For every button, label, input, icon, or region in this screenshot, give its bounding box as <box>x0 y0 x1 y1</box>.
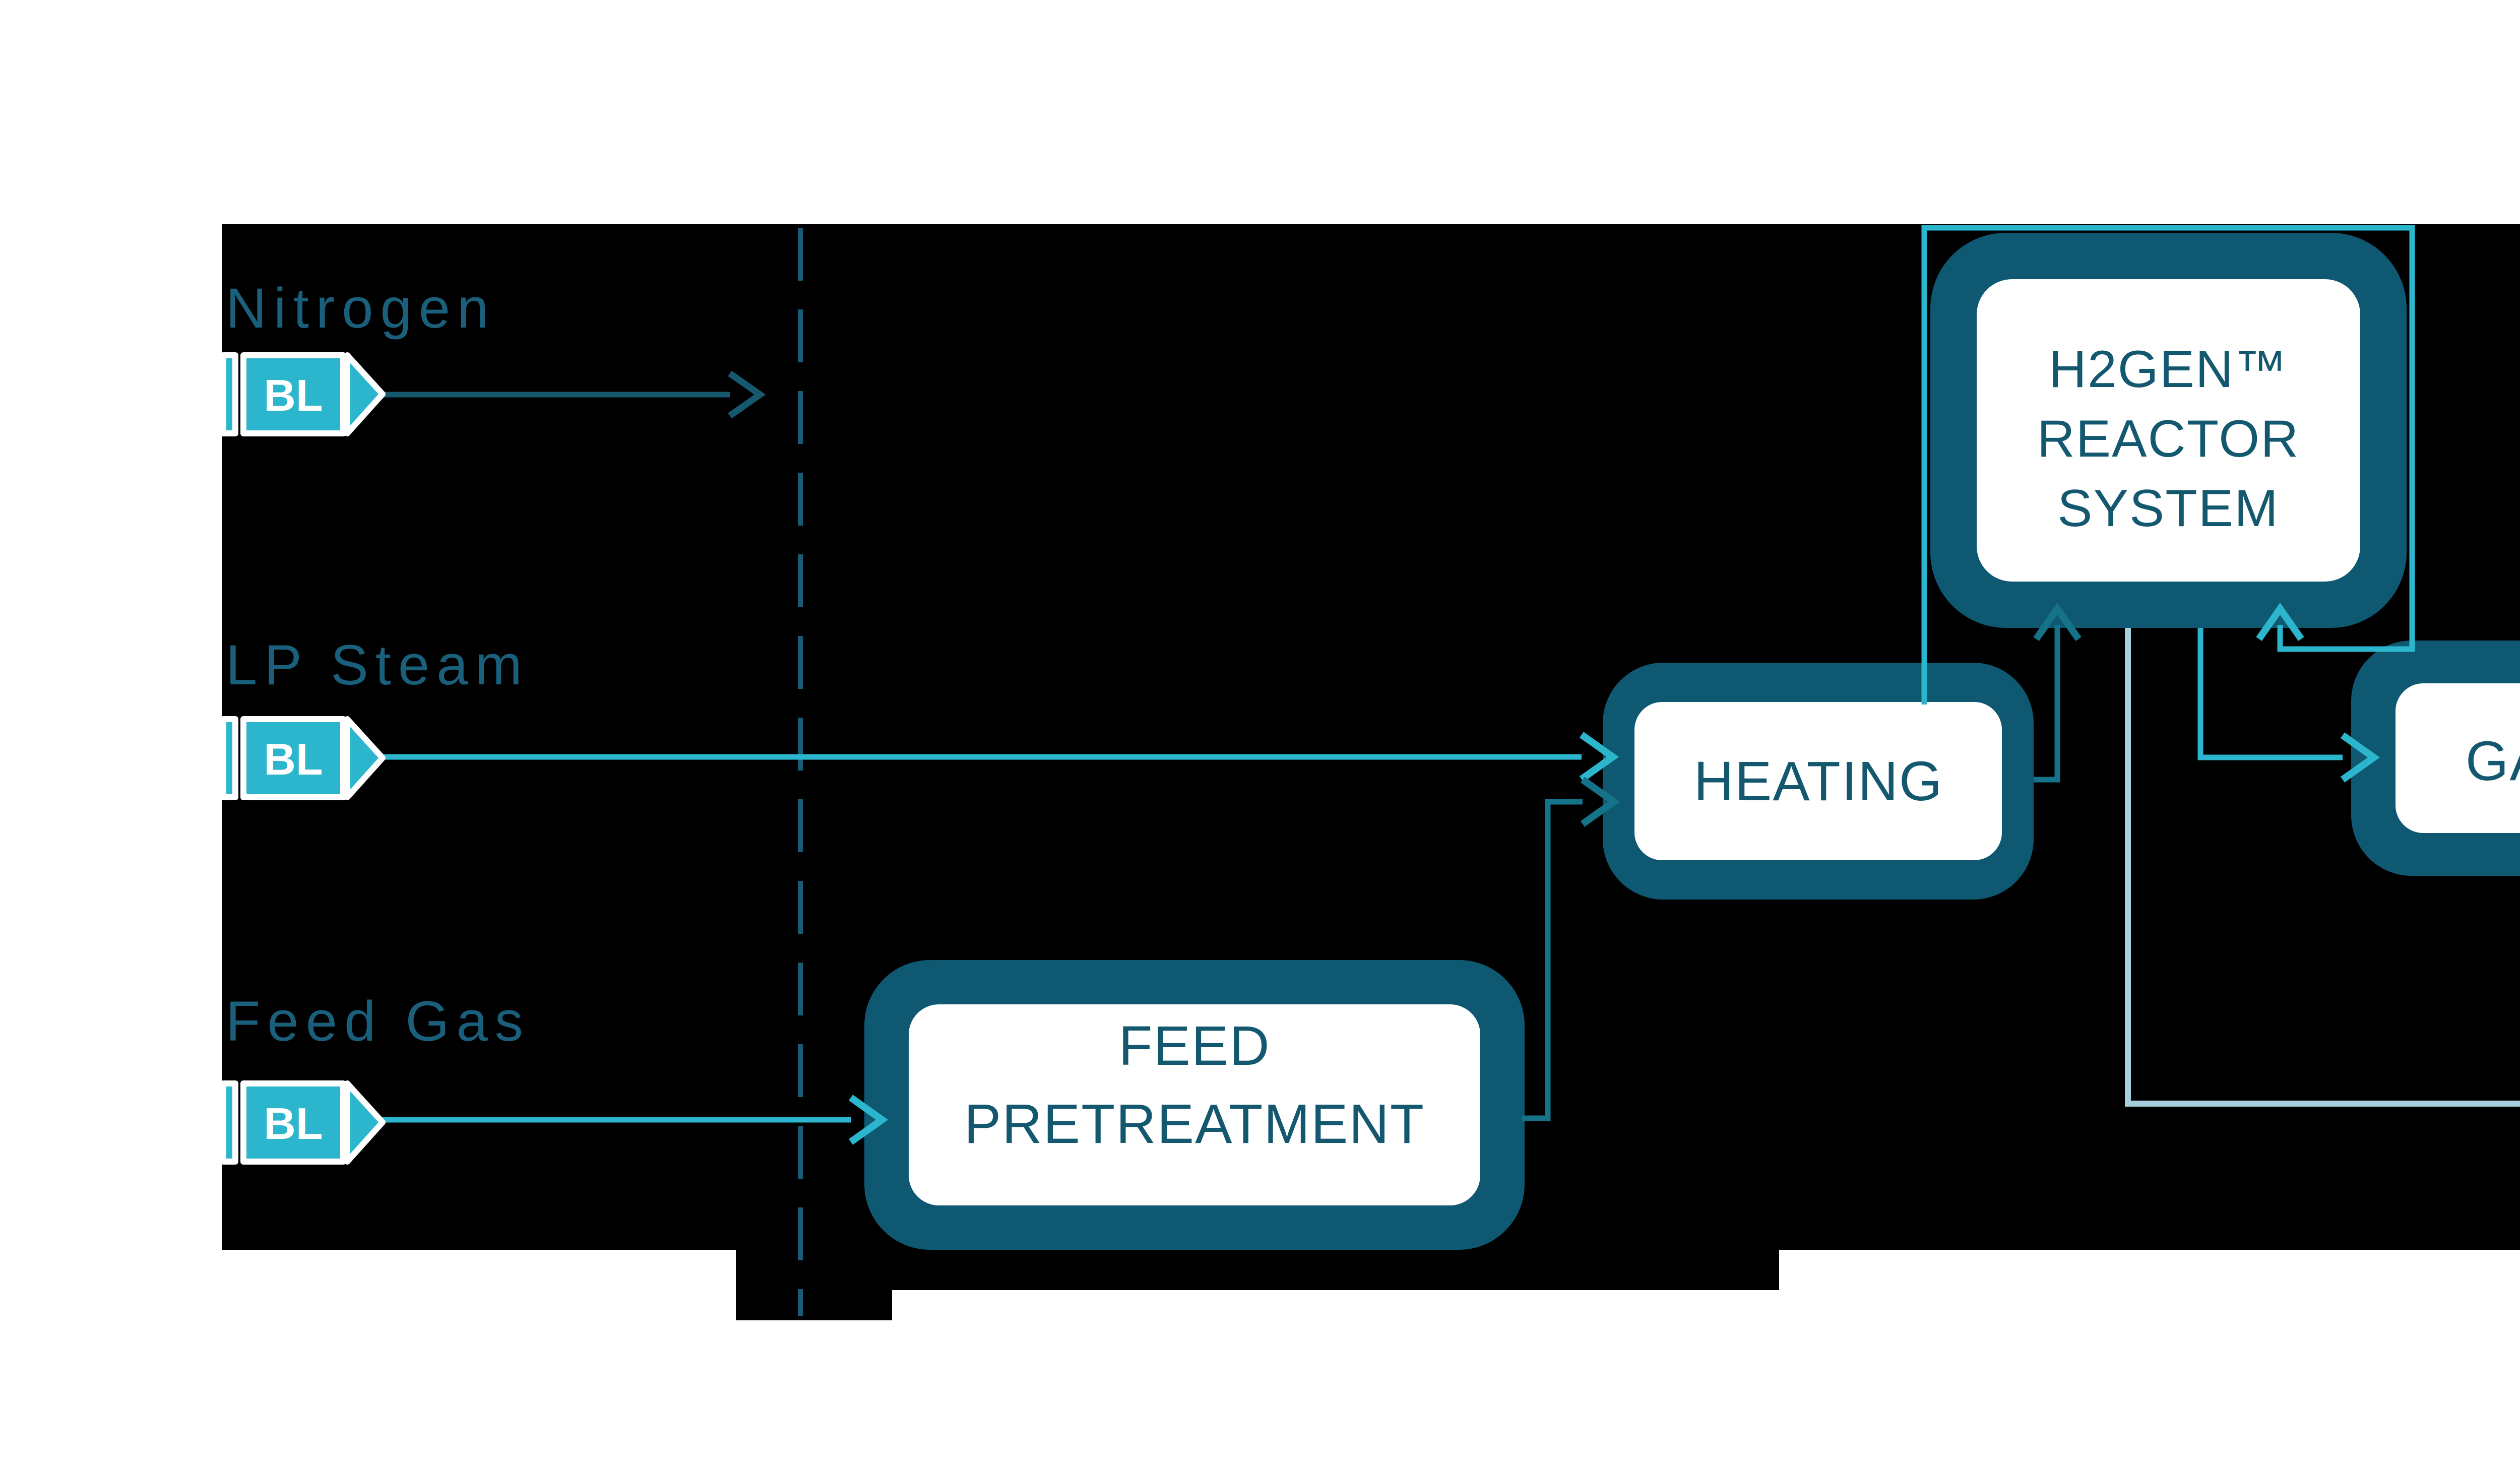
block-gas-cooling: GAS COOLING <box>2351 641 2520 876</box>
panel-tab-under-pretreatment <box>892 1245 1779 1290</box>
bl-marker-feed-gas-label: BL <box>264 1099 323 1148</box>
bl-marker-nitrogen: BL <box>220 352 386 436</box>
stream-heating-to-reactor-line <box>2033 602 2082 783</box>
arrowhead-pretreatment-to-heating <box>1580 777 1620 827</box>
stream-feed-gas-line <box>378 1095 889 1145</box>
block-heating: HEATING <box>1603 663 2034 900</box>
block-feed-pretreatment-label-line1: FEED <box>1118 1015 1270 1077</box>
stream-nitrogen-line <box>378 370 766 419</box>
arrowhead-nitrogen <box>728 370 766 419</box>
block-heating-label: HEATING <box>1694 750 1943 812</box>
panel-tab-left-battery-limit <box>736 1245 892 1320</box>
arrowhead-reactor-to-gas-cooling <box>2340 732 2380 783</box>
stream-lp-steam-line <box>378 732 1619 782</box>
bl-marker-nitrogen-label: BL <box>264 370 323 420</box>
label-nitrogen: Nitrogen <box>226 277 495 340</box>
label-lp-steam: LP Steam <box>226 633 529 696</box>
stream-loop-around-reactor-line <box>1921 225 2415 705</box>
bl-marker-lp-steam-label: BL <box>264 734 323 784</box>
arrowhead-heating-to-reactor <box>2033 602 2082 642</box>
arrowhead-loop-to-reactor <box>2256 602 2304 642</box>
block-reactor-label-line2: REACTOR <box>2037 410 2300 468</box>
block-reactor-label-line3: SYSTEM <box>2057 479 2279 538</box>
bl-marker-lp-steam: BL <box>220 716 386 800</box>
block-gas-cooling-label: GAS COOLING <box>2466 730 2520 792</box>
block-reactor-label-line1: H2GEN™ <box>2049 340 2288 399</box>
stream-pretreatment-to-heating-line <box>1522 777 1620 1121</box>
label-feed-gas: Feed Gas <box>226 990 530 1053</box>
block-gas-cooling-body <box>2396 683 2520 833</box>
block-feed-pretreatment-label-line2: PRETREATMENT <box>964 1093 1425 1155</box>
block-feed-pretreatment: FEED PRETREATMENT <box>864 960 1525 1250</box>
block-reactor-body <box>1977 279 2360 582</box>
arrowhead-feed-gas <box>848 1095 889 1145</box>
stream-reactor-to-vent-gas-line <box>2125 628 2520 1107</box>
block-reactor: H2GEN™ REACTOR SYSTEM <box>1930 233 2407 628</box>
block-heating-body <box>1634 702 2002 860</box>
bl-marker-feed-gas: BL <box>220 1080 386 1165</box>
arrowhead-lp-steam <box>1579 732 1619 782</box>
block-feed-pretreatment-body <box>909 1004 1480 1205</box>
stream-reactor-to-gas-cooling-line <box>2197 628 2380 783</box>
